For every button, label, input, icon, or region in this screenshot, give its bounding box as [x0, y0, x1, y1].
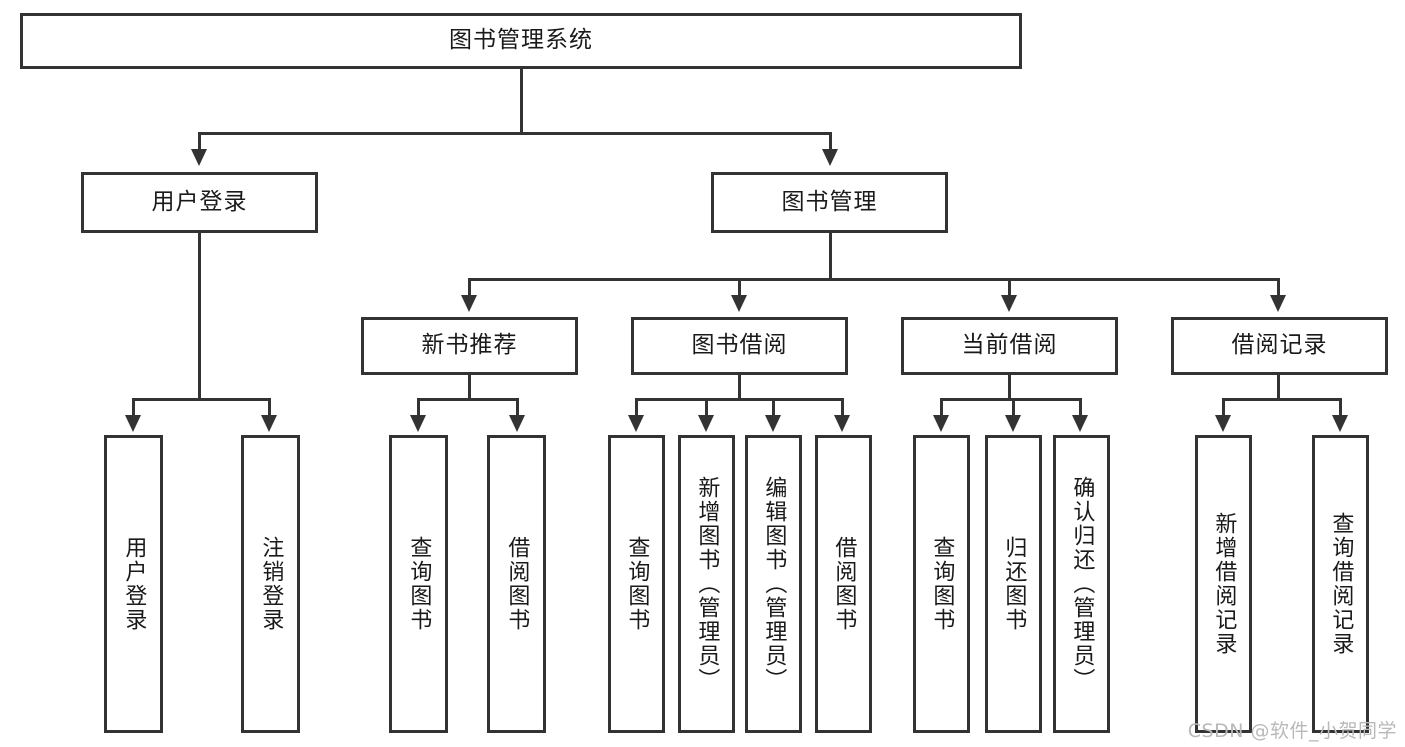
node-leaf-edit-book-label: 编辑图书（管理员）	[761, 476, 787, 692]
edge-book-manage-to-current-borrow	[1008, 278, 1011, 296]
node-leaf-add-record-label: 新增借阅记录	[1211, 512, 1237, 656]
edge-current-borrow-bus	[940, 398, 1082, 401]
edge-current-borrow-to-leaf-2	[1012, 398, 1015, 416]
node-book-manage[interactable]: 图书管理	[711, 172, 948, 233]
node-leaf-query-book-1[interactable]: 查询图书	[389, 435, 448, 733]
node-leaf-borrow-book-2-label: 借阅图书	[831, 536, 857, 632]
node-leaf-return-book-label: 归还图书	[1001, 536, 1027, 632]
node-leaf-logout-label: 注销登录	[258, 536, 284, 632]
arrow-book-manage-to-book-borrow	[731, 295, 747, 312]
edge-root-to-user-login	[198, 132, 201, 150]
edge-user-login-bus	[132, 398, 271, 401]
node-current-borrow-label: 当前借阅	[961, 332, 1058, 359]
node-root[interactable]: 图书管理系统	[20, 13, 1022, 69]
node-borrow-record[interactable]: 借阅记录	[1171, 317, 1388, 375]
node-leaf-user-login[interactable]: 用户登录	[104, 435, 163, 733]
edge-book-manage-bus	[468, 278, 1280, 281]
node-leaf-confirm-return-label: 确认归还（管理员）	[1069, 476, 1095, 692]
edge-book-manage-stem	[829, 233, 832, 280]
edge-new-book-rec-to-leaf-2	[516, 398, 519, 416]
watermark: CSDN @软件_小贺同学	[1187, 720, 1397, 742]
edge-current-borrow-to-leaf-1	[940, 398, 943, 416]
arrow-root-to-user-login	[191, 149, 207, 166]
edge-root-to-book-manage	[829, 132, 832, 150]
node-leaf-borrow-book-2[interactable]: 借阅图书	[815, 435, 872, 733]
node-user-login[interactable]: 用户登录	[81, 172, 318, 233]
arrow-book-borrow-to-leaf-1	[628, 415, 644, 432]
edge-borrow-record-bus	[1222, 398, 1342, 401]
edge-book-manage-to-borrow-record	[1277, 278, 1280, 296]
node-leaf-add-record[interactable]: 新增借阅记录	[1195, 435, 1252, 733]
arrow-book-borrow-to-leaf-4	[834, 415, 850, 432]
node-leaf-query-book-1-label: 查询图书	[406, 536, 432, 632]
edge-book-manage-to-book-borrow	[738, 278, 741, 296]
node-book-borrow[interactable]: 图书借阅	[631, 317, 848, 375]
arrow-book-borrow-to-leaf-2	[698, 415, 714, 432]
node-new-book-rec[interactable]: 新书推荐	[361, 317, 578, 375]
edge-book-borrow-to-leaf-4	[841, 398, 844, 416]
arrow-current-borrow-to-leaf-3	[1072, 415, 1088, 432]
arrow-root-to-book-manage	[822, 149, 838, 166]
arrow-user-login-to-leaf-2	[261, 415, 277, 432]
arrow-book-manage-to-new-book-rec	[461, 295, 477, 312]
node-leaf-add-book[interactable]: 新增图书（管理员）	[678, 435, 735, 733]
arrow-book-borrow-to-leaf-3	[765, 415, 781, 432]
node-leaf-query-book-2[interactable]: 查询图书	[608, 435, 665, 733]
arrow-current-borrow-to-leaf-2	[1005, 415, 1021, 432]
node-root-label: 图书管理系统	[449, 27, 593, 54]
edge-user-login-to-leaf-1	[132, 398, 135, 416]
node-borrow-record-label: 借阅记录	[1231, 332, 1328, 359]
node-leaf-query-book-3-label: 查询图书	[929, 536, 955, 632]
edge-user-login-to-leaf-2	[268, 398, 271, 416]
node-leaf-user-login-label: 用户登录	[121, 536, 147, 632]
edge-borrow-record-stem	[1277, 375, 1280, 401]
edge-book-borrow-to-leaf-3	[772, 398, 775, 416]
arrow-book-manage-to-current-borrow	[1001, 295, 1017, 312]
node-leaf-add-book-label: 新增图书（管理员）	[694, 476, 720, 692]
edge-book-borrow-bus	[635, 398, 844, 401]
edge-borrow-record-to-leaf-2	[1339, 398, 1342, 416]
node-leaf-confirm-return[interactable]: 确认归还（管理员）	[1053, 435, 1110, 733]
edge-book-manage-to-new-book-rec	[468, 278, 471, 296]
arrow-user-login-to-leaf-1	[125, 415, 141, 432]
edge-current-borrow-stem	[1008, 375, 1011, 401]
edge-book-borrow-stem	[738, 375, 741, 401]
arrow-book-manage-to-borrow-record	[1270, 295, 1286, 312]
arrow-current-borrow-to-leaf-1	[933, 415, 949, 432]
edge-new-book-rec-stem	[468, 375, 471, 401]
edge-current-borrow-to-leaf-3	[1079, 398, 1082, 416]
edge-book-borrow-to-leaf-1	[635, 398, 638, 416]
arrow-new-book-rec-to-leaf-1	[410, 415, 426, 432]
node-new-book-rec-label: 新书推荐	[421, 332, 518, 359]
node-leaf-logout[interactable]: 注销登录	[241, 435, 300, 733]
arrow-borrow-record-to-leaf-2	[1332, 415, 1348, 432]
edge-new-book-rec-bus	[417, 398, 519, 401]
node-leaf-query-book-2-label: 查询图书	[624, 536, 650, 632]
edge-root-bus	[198, 132, 832, 135]
node-book-manage-label: 图书管理	[781, 188, 878, 215]
edge-book-borrow-to-leaf-2	[705, 398, 708, 416]
node-leaf-return-book[interactable]: 归还图书	[985, 435, 1042, 733]
node-current-borrow[interactable]: 当前借阅	[901, 317, 1118, 375]
edge-root-stem	[520, 69, 523, 134]
node-book-borrow-label: 图书借阅	[691, 332, 788, 359]
arrow-borrow-record-to-leaf-1	[1215, 415, 1231, 432]
edge-new-book-rec-to-leaf-1	[417, 398, 420, 416]
node-leaf-query-record[interactable]: 查询借阅记录	[1312, 435, 1369, 733]
node-user-login-label: 用户登录	[151, 188, 248, 215]
node-leaf-borrow-book-1[interactable]: 借阅图书	[487, 435, 546, 733]
node-leaf-edit-book[interactable]: 编辑图书（管理员）	[745, 435, 802, 733]
node-leaf-borrow-book-1-label: 借阅图书	[504, 536, 530, 632]
edge-user-login-stem	[198, 233, 201, 401]
node-leaf-query-book-3[interactable]: 查询图书	[913, 435, 970, 733]
node-leaf-query-record-label: 查询借阅记录	[1328, 512, 1354, 656]
arrow-new-book-rec-to-leaf-2	[509, 415, 525, 432]
edge-borrow-record-to-leaf-1	[1222, 398, 1225, 416]
